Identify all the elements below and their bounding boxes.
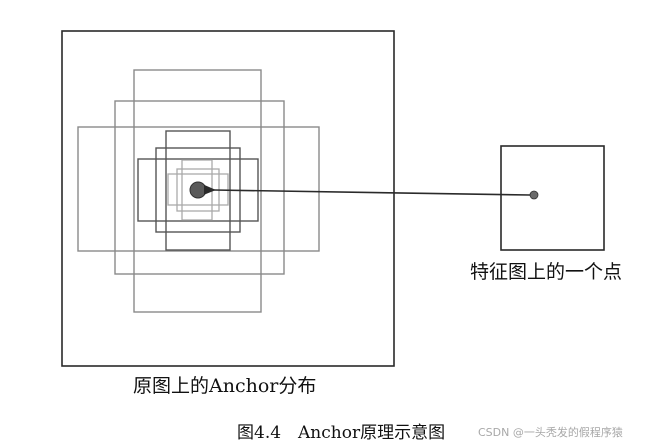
feature-point-label: 特征图上的一个点: [470, 261, 623, 283]
original-image-frame: [61, 30, 395, 367]
anchor-large-square: [114, 100, 285, 275]
figure-caption: 图4.4 Anchor原理示意图: [237, 423, 446, 443]
feature-map-frame: [500, 145, 605, 251]
anchor-center-point: [189, 181, 207, 199]
anchor-large-wide: [77, 126, 320, 252]
watermark: CSDN @一头秃发的假程序猿: [478, 426, 623, 439]
mapping-arrow: [203, 184, 531, 196]
feature-point: [529, 190, 539, 200]
original-image-label: 原图上的Anchor分布: [133, 375, 317, 397]
